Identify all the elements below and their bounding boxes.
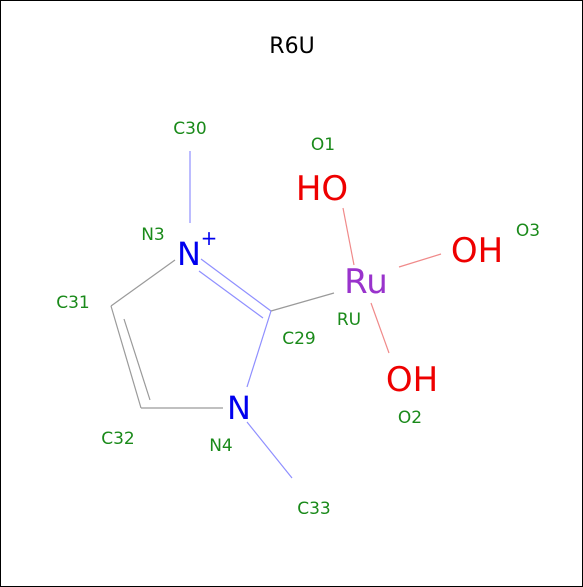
bond-c29-ru [270,292,335,312]
atom-label-c33: C33 [297,499,331,519]
bond-ru-o1 [342,207,355,266]
atom-label-c32: C32 [101,429,135,449]
bond-ru-o3 [398,253,442,268]
bond-n3-c29-inner [198,270,264,319]
hydroxyl-o1-symbol: HO [296,169,348,209]
bonds [110,151,442,479]
nitrogen-n3-symbol: N [177,235,201,273]
atom-label-ru: RU [337,310,361,330]
bond-ru-o2 [370,302,390,354]
bond-n4-c33 [246,421,293,479]
atom-label-o2: O2 [398,408,422,428]
bond-c31-c32-inner [123,318,151,401]
atom-label-c31: C31 [56,293,90,313]
bond-c31-c32 [110,305,142,409]
atom-label-c29: C29 [282,329,316,349]
bond-n4-c29 [246,310,272,388]
nitrogen-n3-charge: + [201,226,218,250]
bond-n3-c31 [110,259,176,307]
diagram-title: R6U [269,34,314,59]
hydroxyl-o2-symbol: OH [386,360,438,400]
atom-labels: C30 N3 C31 C29 C32 N4 C33 RU O1 O2 O3 [56,119,540,519]
element-symbols: N + N Ru HO OH OH [177,169,503,427]
nitrogen-n4-symbol: N [227,389,251,427]
hydroxyl-o3-symbol: OH [451,231,503,271]
atom-label-c30: C30 [173,119,207,139]
atom-label-n3: N3 [141,225,165,245]
bond-n3-c29 [200,258,272,312]
ruthenium-symbol: Ru [344,262,388,302]
atom-label-n4: N4 [209,436,233,456]
atom-label-o1: O1 [311,135,335,155]
atom-label-o3: O3 [516,221,540,241]
